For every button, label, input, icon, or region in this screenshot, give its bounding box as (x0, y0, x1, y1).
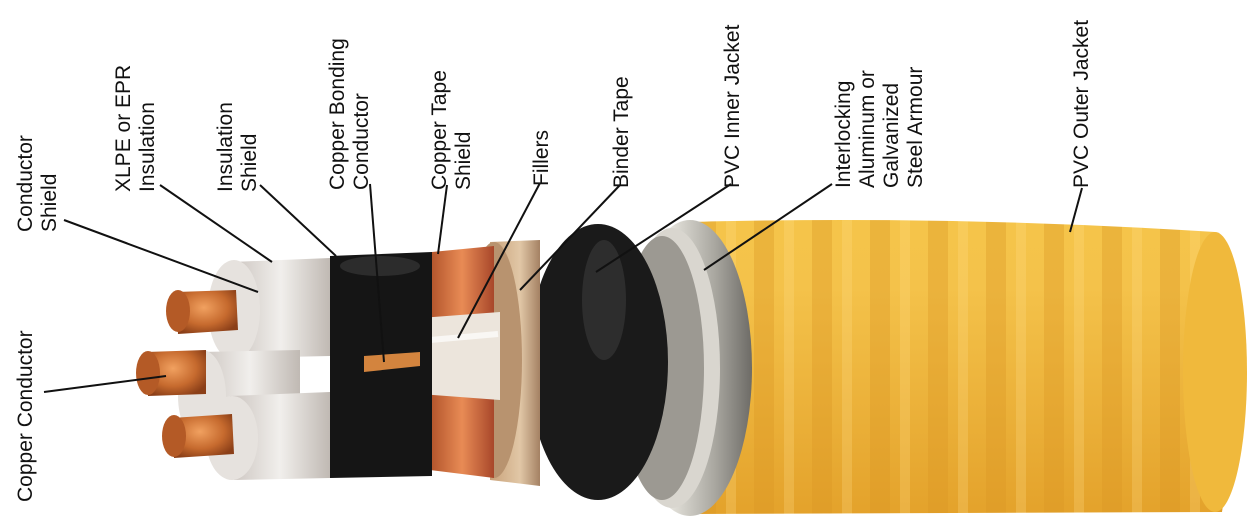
label-conductor-shield: Conductor Shield (14, 135, 62, 232)
label-insulation: XLPE or EPR Insulation (112, 65, 160, 192)
label-armour-line-1: Interlocking (832, 67, 856, 188)
label-outer-jacket-line-1: PVC Outer Jacket (1070, 20, 1094, 188)
label-bonding-conductor-line-1: Copper Bonding (326, 38, 350, 190)
label-armour-line-2: Aluminum or (856, 67, 880, 188)
leader-conductor-shield (64, 220, 258, 292)
label-binder-tape-line-1: Binder Tape (610, 76, 634, 188)
outer-jacket-shape (690, 220, 1247, 514)
label-fillers: Fillers (530, 130, 554, 186)
label-tape-shield-line-2: Shield (452, 70, 476, 190)
label-copper-conductor-line-1: Copper Conductor (14, 330, 38, 502)
label-armour-line-3: Galvanized (880, 67, 904, 188)
label-armour: Interlocking Aluminum or Galvanized Stee… (832, 67, 928, 188)
label-insulation-shield-line-2: Shield (238, 102, 262, 192)
leader-insulation (160, 185, 272, 262)
label-fillers-line-1: Fillers (530, 130, 554, 186)
label-bonding-conductor: Copper Bonding Conductor (326, 38, 374, 190)
label-insulation-line-2: Insulation (136, 65, 160, 192)
label-copper-conductor: Copper Conductor (14, 330, 38, 502)
label-conductor-shield-line-1: Conductor (14, 135, 38, 232)
label-tape-shield: Copper Tape Shield (428, 70, 476, 190)
label-outer-jacket: PVC Outer Jacket (1070, 20, 1094, 188)
label-insulation-line-1: XLPE or EPR (112, 65, 136, 192)
label-inner-jacket: PVC Inner Jacket (721, 25, 745, 188)
inner-jacket-shape (528, 224, 668, 500)
label-conductor-shield-line-2: Shield (38, 135, 62, 232)
label-tape-shield-line-1: Copper Tape (428, 70, 452, 190)
label-armour-line-4: Steel Armour (904, 67, 928, 188)
label-bonding-conductor-line-2: Conductor (350, 38, 374, 190)
leader-tape-shield (438, 185, 447, 254)
label-insulation-shield-line-1: Insulation (214, 102, 238, 192)
label-insulation-shield: Insulation Shield (214, 102, 262, 192)
label-inner-jacket-line-1: PVC Inner Jacket (721, 25, 745, 188)
leader-insulation-shield (260, 185, 336, 256)
label-binder-tape: Binder Tape (610, 76, 634, 188)
